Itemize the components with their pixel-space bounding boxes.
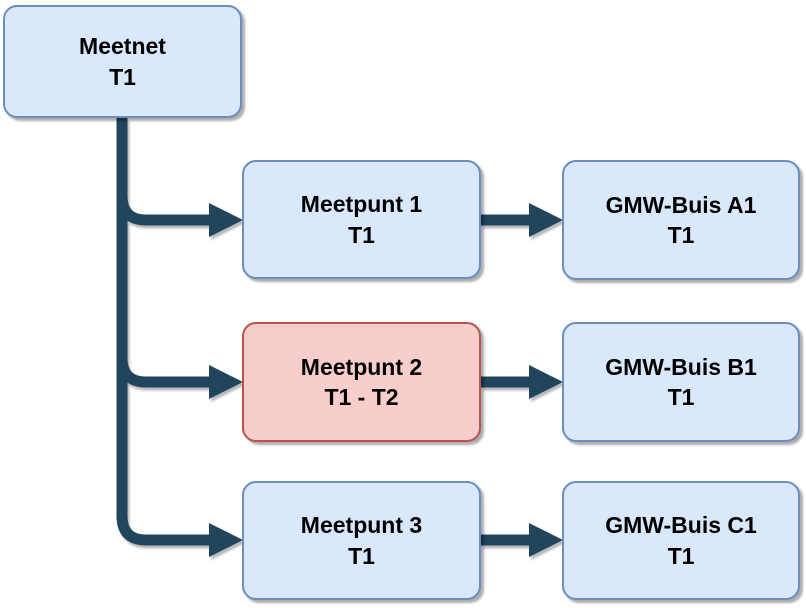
arrowhead-meetpunt2 bbox=[209, 365, 243, 399]
node-gmw-buis-a1: GMW-Buis A1 T1 bbox=[562, 160, 800, 280]
connector-meetnet-to-meetpunt2 bbox=[116, 118, 209, 388]
node-meetnet-sublabel: T1 bbox=[109, 63, 136, 90]
node-gmw-buis-c1-sublabel: T1 bbox=[667, 542, 695, 569]
node-meetpunt2-sublabel: T1 - T2 bbox=[324, 384, 399, 410]
connector-meetnet-to-meetpunt1 bbox=[116, 118, 209, 226]
arrowhead-meetpunt3 bbox=[209, 523, 243, 557]
arrowhead-gmw-a1 bbox=[529, 203, 563, 237]
node-gmw-buis-b1: GMW-Buis B1 T1 bbox=[562, 322, 800, 442]
node-gmw-buis-b1-label: GMW-Buis B1 bbox=[605, 353, 757, 380]
node-meetpunt1-label: Meetpunt 1 bbox=[300, 191, 423, 218]
node-meetpunt2: Meetpunt 2 T1 - T2 bbox=[242, 322, 481, 442]
node-meetpunt3-label: Meetpunt 3 bbox=[300, 512, 423, 539]
node-gmw-buis-a1-sublabel: T1 bbox=[667, 222, 695, 248]
node-meetpunt2-label: Meetpunt 2 bbox=[300, 353, 423, 380]
node-meetpunt3-sublabel: T1 bbox=[348, 542, 375, 569]
node-meetnet: Meetnet T1 bbox=[3, 5, 242, 118]
node-gmw-buis-c1: GMW-Buis C1 T1 bbox=[562, 481, 800, 600]
node-meetnet-label: Meetnet bbox=[79, 33, 166, 60]
arrowhead-gmw-b1 bbox=[529, 365, 563, 399]
node-gmw-buis-c1-label: GMW-Buis C1 bbox=[605, 512, 757, 539]
arrowhead-gmw-c1 bbox=[529, 523, 563, 557]
connector-meetnet-to-meetpunt3 bbox=[116, 118, 209, 546]
node-meetpunt1-sublabel: T1 bbox=[348, 221, 375, 248]
node-meetpunt3: Meetpunt 3 T1 bbox=[242, 481, 481, 600]
node-gmw-buis-a1-label: GMW-Buis A1 bbox=[605, 191, 757, 218]
arrowhead-meetpunt1 bbox=[209, 203, 243, 237]
node-meetpunt1: Meetpunt 1 T1 bbox=[242, 160, 481, 279]
node-gmw-buis-b1-sublabel: T1 bbox=[667, 384, 695, 410]
